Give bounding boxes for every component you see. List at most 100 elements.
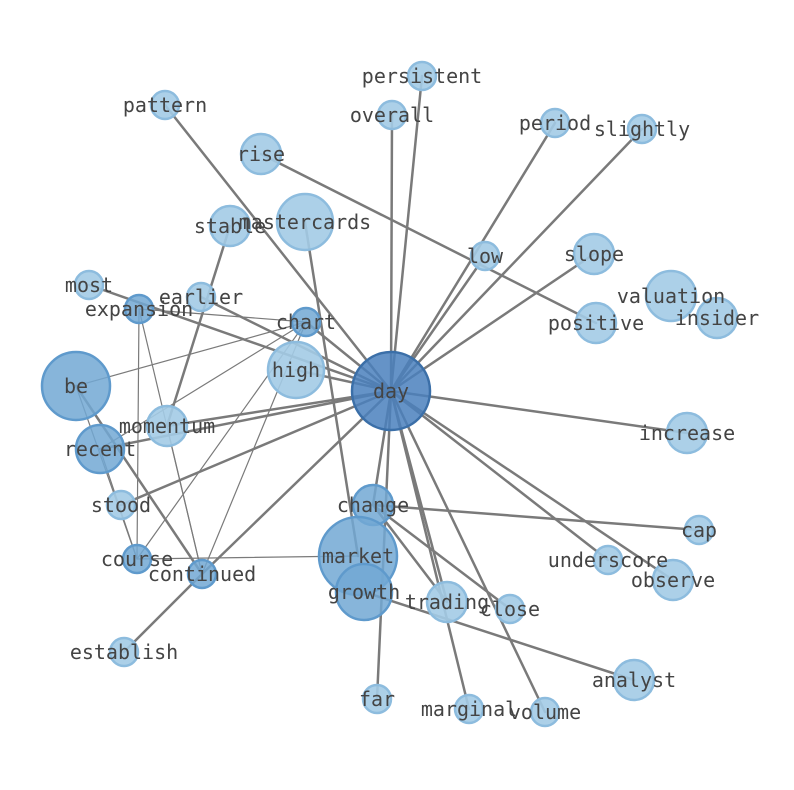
- node-marginal[interactable]: [453, 693, 485, 725]
- node-underscore[interactable]: [592, 544, 624, 576]
- node-label-momentum: momentum: [119, 414, 215, 438]
- edge-day-marginal: [389, 389, 471, 711]
- node-volume[interactable]: [529, 696, 561, 728]
- node-label-course: course: [101, 547, 173, 571]
- node-label-pattern: pattern: [123, 93, 207, 117]
- node-label-earlier: earlier: [159, 285, 243, 309]
- node-label-day: day: [373, 379, 409, 403]
- edge-growth-analyst: [362, 590, 636, 682]
- edge-day-stood: [119, 389, 393, 507]
- edge-expansion-chart: [138, 308, 307, 323]
- node-label-low: low: [467, 244, 504, 268]
- node-label-slightly: slightly: [594, 117, 690, 141]
- node-label-slope: slope: [564, 242, 624, 266]
- node-label-most: most: [65, 273, 113, 297]
- node-layer: [40, 60, 739, 728]
- node-overall[interactable]: [376, 99, 408, 131]
- node-persistent[interactable]: [406, 60, 438, 92]
- node-label-growth: growth: [328, 580, 400, 604]
- edge-continued-establish: [122, 572, 204, 654]
- node-close[interactable]: [494, 593, 526, 625]
- node-earlier[interactable]: [185, 281, 217, 313]
- edge-rise-positive: [259, 152, 598, 325]
- edge-day-persistent: [389, 74, 424, 393]
- edge-change-cap: [371, 503, 701, 532]
- edge-day-underscore: [389, 389, 610, 562]
- node-high[interactable]: [266, 340, 326, 400]
- node-day[interactable]: [350, 350, 432, 432]
- node-establish[interactable]: [108, 636, 140, 668]
- node-growth[interactable]: [334, 562, 394, 622]
- edge-mastercards-market: [303, 220, 360, 558]
- node-cap[interactable]: [683, 514, 715, 546]
- node-label-increase: increase: [639, 421, 735, 445]
- node-label-positive: positive: [548, 311, 644, 335]
- edge-day-observe: [389, 389, 675, 582]
- node-label-overall: overall: [350, 103, 434, 127]
- node-label-insider: insider: [675, 306, 759, 330]
- edge-change-close: [371, 503, 512, 611]
- node-label-rise: rise: [237, 142, 285, 166]
- edge-chart-recent: [99, 321, 307, 450]
- node-label-trading: trading: [405, 590, 489, 614]
- node-slightly[interactable]: [626, 113, 658, 145]
- node-label-high: high: [272, 358, 320, 382]
- node-label-analyst: analyst: [592, 668, 676, 692]
- node-label-valuation: valuation: [617, 284, 725, 308]
- node-label-recent: recent: [64, 437, 136, 461]
- node-insider[interactable]: [695, 296, 739, 340]
- node-analyst[interactable]: [612, 658, 656, 702]
- node-rise[interactable]: [239, 132, 283, 176]
- edge-day-recent: [98, 389, 393, 451]
- node-recent[interactable]: [74, 423, 126, 475]
- node-stable[interactable]: [208, 204, 252, 248]
- node-label-mastercards: mastercards: [239, 210, 371, 234]
- edge-day-slightly: [389, 127, 644, 393]
- edge-day-volume: [389, 389, 547, 714]
- node-label-expansion: expansion: [85, 297, 193, 321]
- node-most[interactable]: [73, 269, 105, 301]
- node-valuation[interactable]: [644, 269, 698, 323]
- node-label-period: period: [519, 111, 591, 135]
- node-label-establish: establish: [70, 640, 178, 664]
- node-low[interactable]: [469, 240, 501, 272]
- node-mastercards[interactable]: [275, 192, 335, 252]
- edge-day-slope: [389, 252, 596, 393]
- edge-day-pattern: [163, 103, 393, 393]
- node-label-continued: continued: [148, 562, 256, 586]
- node-slope[interactable]: [572, 232, 616, 276]
- node-label-market: market: [322, 544, 394, 568]
- node-chart[interactable]: [290, 306, 322, 338]
- node-label-marginal: marginal: [421, 697, 517, 721]
- node-label-stood: stood: [91, 493, 151, 517]
- node-period[interactable]: [539, 107, 571, 139]
- edge-be-continued: [74, 384, 204, 576]
- node-label-far: far: [359, 687, 395, 711]
- edge-day-continued: [200, 389, 393, 576]
- node-far[interactable]: [361, 683, 393, 715]
- node-positive[interactable]: [574, 301, 618, 345]
- edge-day-increase: [389, 389, 689, 435]
- node-label-cap: cap: [681, 518, 717, 542]
- edge-expansion-course: [136, 308, 140, 560]
- node-expansion[interactable]: [123, 293, 155, 325]
- node-label-persistent: persistent: [362, 64, 482, 88]
- edge-day-overall: [389, 113, 394, 393]
- node-observe[interactable]: [651, 558, 695, 602]
- node-continued[interactable]: [186, 558, 218, 590]
- node-course[interactable]: [121, 543, 153, 575]
- node-increase[interactable]: [665, 411, 709, 455]
- node-momentum[interactable]: [145, 404, 189, 448]
- node-trading[interactable]: [425, 580, 469, 624]
- node-be[interactable]: [40, 350, 112, 422]
- node-label-observe: observe: [631, 568, 715, 592]
- node-label-change: change: [337, 493, 409, 517]
- edge-be-chart: [75, 321, 307, 387]
- node-pattern[interactable]: [149, 89, 181, 121]
- node-label-stable: stable: [194, 214, 266, 238]
- node-label-volume: volume: [509, 700, 581, 724]
- node-stood[interactable]: [105, 489, 137, 521]
- edge-stable-momentum: [165, 224, 232, 428]
